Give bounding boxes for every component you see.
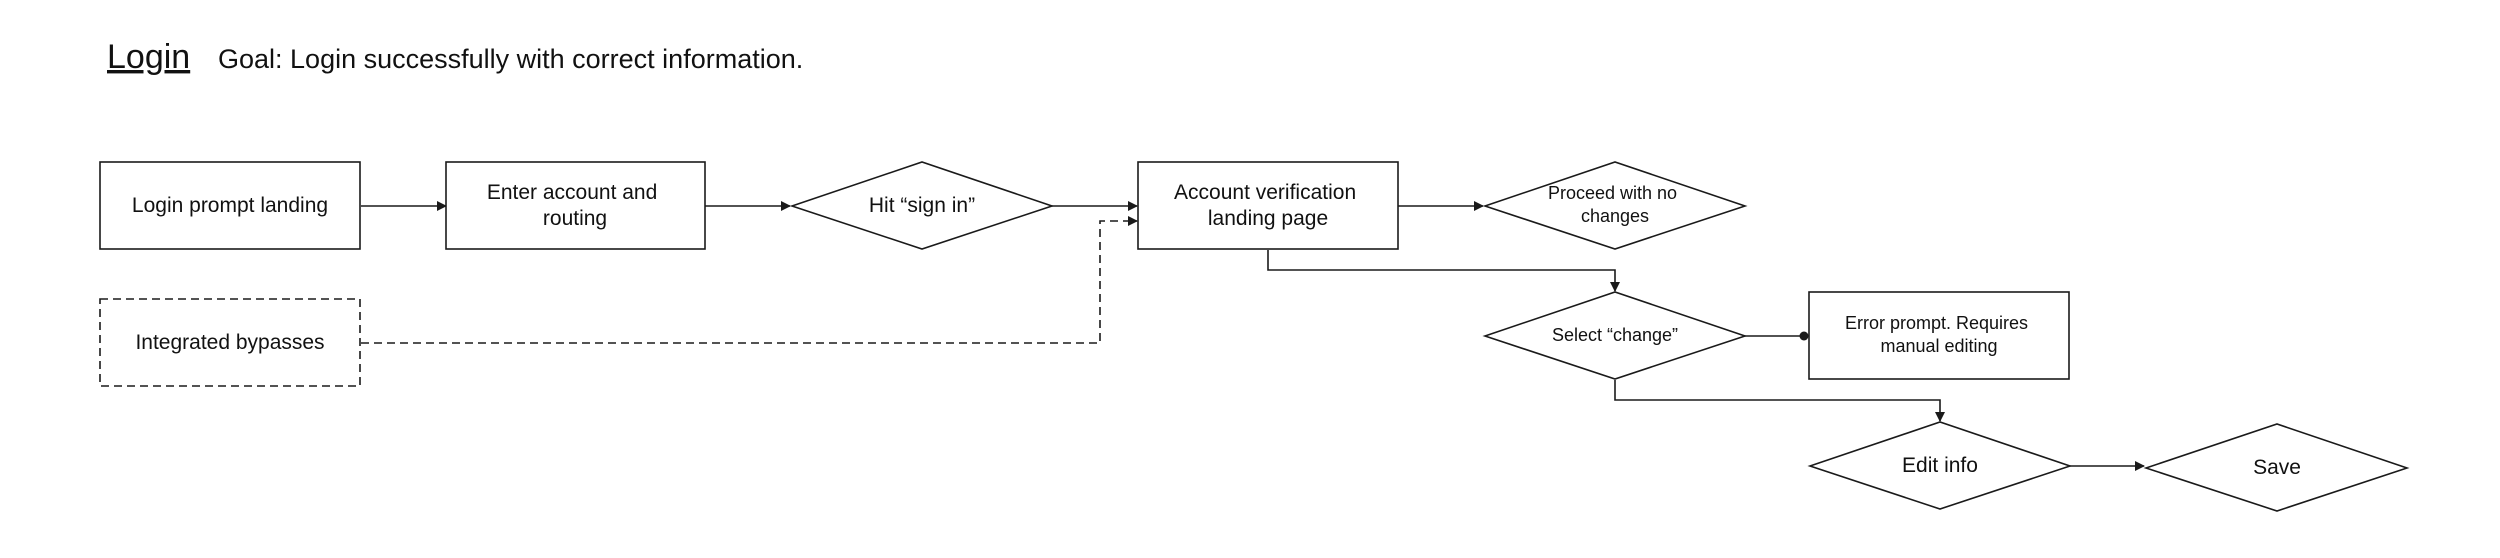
edge-select-change-to-edit-info xyxy=(1614,380,1945,422)
node-proceed: Proceed with no changes xyxy=(1482,161,1748,250)
node-account-verification-label-line2: landing page xyxy=(1208,207,1328,230)
node-error-prompt-label-line1: Error prompt. Requires xyxy=(1845,313,2028,333)
node-edit-info: Edit info xyxy=(1807,421,2073,510)
node-save-diamond xyxy=(2143,423,2410,512)
svg-text:Integrated bypasses: Integrated bypasses xyxy=(135,331,324,354)
node-hit-sign-in: Hit “sign in” xyxy=(789,161,1055,250)
svg-text:Login prompt landing: Login prompt landing xyxy=(132,194,328,217)
edge-verification-to-select-change xyxy=(1267,250,1620,292)
node-account-verification-box xyxy=(1137,161,1399,250)
node-hit-sign-in-label: Hit “sign in” xyxy=(869,194,975,217)
node-enter-account: Enter account and routing xyxy=(445,161,706,250)
node-select-change-diamond xyxy=(1482,291,1748,380)
node-error-prompt-box xyxy=(1808,291,2070,380)
edge-bypasses-to-verification xyxy=(361,216,1138,344)
node-enter-account-label-line2: routing xyxy=(543,207,607,230)
node-login-prompt: Login prompt landing xyxy=(99,161,361,250)
node-proceed-label-line1: Proceed with no xyxy=(1548,183,1677,203)
node-save: Save xyxy=(2143,423,2410,512)
node-error-prompt-label-line2: manual editing xyxy=(1880,336,1997,356)
node-integrated-bypasses-box xyxy=(99,298,361,387)
svg-text:Proceed with no changes: Proceed with no changes xyxy=(1548,183,1682,226)
node-account-verification: Account verification landing page xyxy=(1137,161,1399,250)
node-save-label: Save xyxy=(2253,456,2301,479)
svg-text:Error prompt. Requires m: Error prompt. Requires manual editing xyxy=(1845,313,2033,356)
svg-text:Save: Save xyxy=(2253,456,2301,479)
node-enter-account-box xyxy=(445,161,706,250)
node-proceed-diamond xyxy=(1482,161,1748,250)
node-hit-sign-in-diamond xyxy=(789,161,1055,250)
flow-goal: Goal: Login successfully with correct in… xyxy=(218,44,803,74)
svg-text:Edit info: Edit info xyxy=(1902,454,1978,477)
node-edit-info-label: Edit info xyxy=(1902,454,1978,477)
node-integrated-bypasses-label: Integrated bypasses xyxy=(135,331,324,354)
node-enter-account-label-line1: Enter account and xyxy=(487,181,657,204)
svg-text:Account verification lan: Account verification landing page xyxy=(1174,181,1362,230)
svg-text:Enter account and routin: Enter account and routing xyxy=(487,181,663,230)
node-integrated-bypasses: Integrated bypasses xyxy=(99,298,361,387)
node-edit-info-diamond xyxy=(1807,421,2073,510)
flow-title[interactable]: Login xyxy=(107,38,190,76)
svg-text:Select “change”: Select “change” xyxy=(1552,325,1678,345)
node-login-prompt-box xyxy=(99,161,361,250)
node-proceed-label-line2: changes xyxy=(1581,206,1649,226)
edges xyxy=(361,201,2145,471)
node-error-prompt: Error prompt. Requires manual editing xyxy=(1808,291,2070,380)
svg-text:Hit “sign in”: Hit “sign in” xyxy=(869,194,975,217)
node-account-verification-label-line1: Account verification xyxy=(1174,181,1356,204)
node-select-change: Select “change” xyxy=(1482,291,1748,380)
node-login-prompt-label: Login prompt landing xyxy=(132,194,328,217)
node-select-change-label: Select “change” xyxy=(1552,325,1678,345)
